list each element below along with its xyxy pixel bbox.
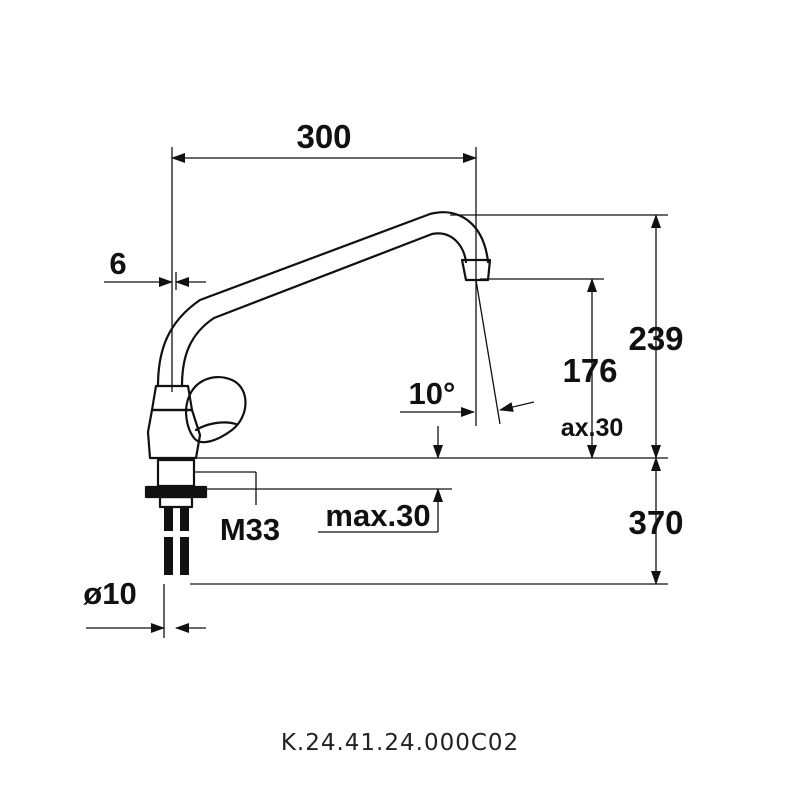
shank-block <box>156 458 196 488</box>
product-code: K.24.41.24.000C02 <box>280 730 520 756</box>
dim-label-176: 176 <box>562 352 617 389</box>
supply-pipe-left-lower <box>164 537 173 575</box>
supply-pipe-right-upper <box>180 507 189 531</box>
dimension-lines <box>86 153 661 633</box>
supply-pipe-right-lower <box>180 537 189 575</box>
handle-detail <box>194 421 238 432</box>
lower-shank <box>158 495 194 509</box>
spout-tube-inner <box>180 232 468 388</box>
dim-label-239: 239 <box>628 320 683 357</box>
supply-pipe-left-upper <box>164 507 173 531</box>
faucet-outline <box>144 211 492 509</box>
dim-label-max30: max.30 <box>325 498 430 533</box>
extension-lines <box>163 147 668 638</box>
spout-tip <box>460 258 492 282</box>
dim-label-m33: M33 <box>220 512 280 547</box>
dim-label-angle: 10° <box>409 376 456 411</box>
handle-knob <box>184 376 247 444</box>
supply-pipes <box>164 507 189 575</box>
dim-label-370: 370 <box>628 504 683 541</box>
dim-label-6: 6 <box>109 246 126 281</box>
dim-label-diameter: ø10 <box>83 576 136 611</box>
spout-tube-outer <box>156 211 490 388</box>
dim-label-ax30: ax.30 <box>561 414 624 442</box>
dim-line-10deg-right <box>499 401 535 412</box>
dim-label-300: 300 <box>296 118 351 155</box>
